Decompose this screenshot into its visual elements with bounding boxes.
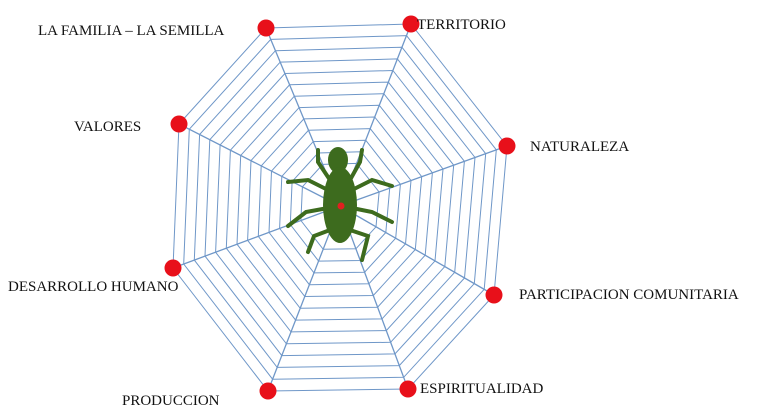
node-dot-participacion (486, 287, 503, 304)
node-dot-produccion (260, 383, 277, 400)
node-dot-naturaleza (499, 138, 516, 155)
node-label-valores: VALORES (74, 119, 141, 135)
node-label-territorio: TERRITORIO (417, 17, 506, 33)
web-spoke-valores (179, 124, 340, 206)
node-label-desarrollo-humano: DESARROLLO HUMANO (8, 279, 179, 295)
node-label-espiritualidad: ESPIRITUALIDAD (420, 381, 543, 397)
node-label-produccion: PRODUCCION (122, 393, 220, 408)
node-label-la-familia-la-semilla: LA FAMILIA – LA SEMILLA (38, 23, 225, 39)
node-dot-desarrollo (165, 260, 182, 277)
node-dot-familia (258, 20, 275, 37)
node-dot-valores (171, 116, 188, 133)
node-dot-espiritualidad (400, 381, 417, 398)
node-label-participacion-comunitaria: PARTICIPACION COMUNITARIA (519, 287, 739, 303)
node-label-naturaleza: NATURALEZA (530, 139, 629, 155)
